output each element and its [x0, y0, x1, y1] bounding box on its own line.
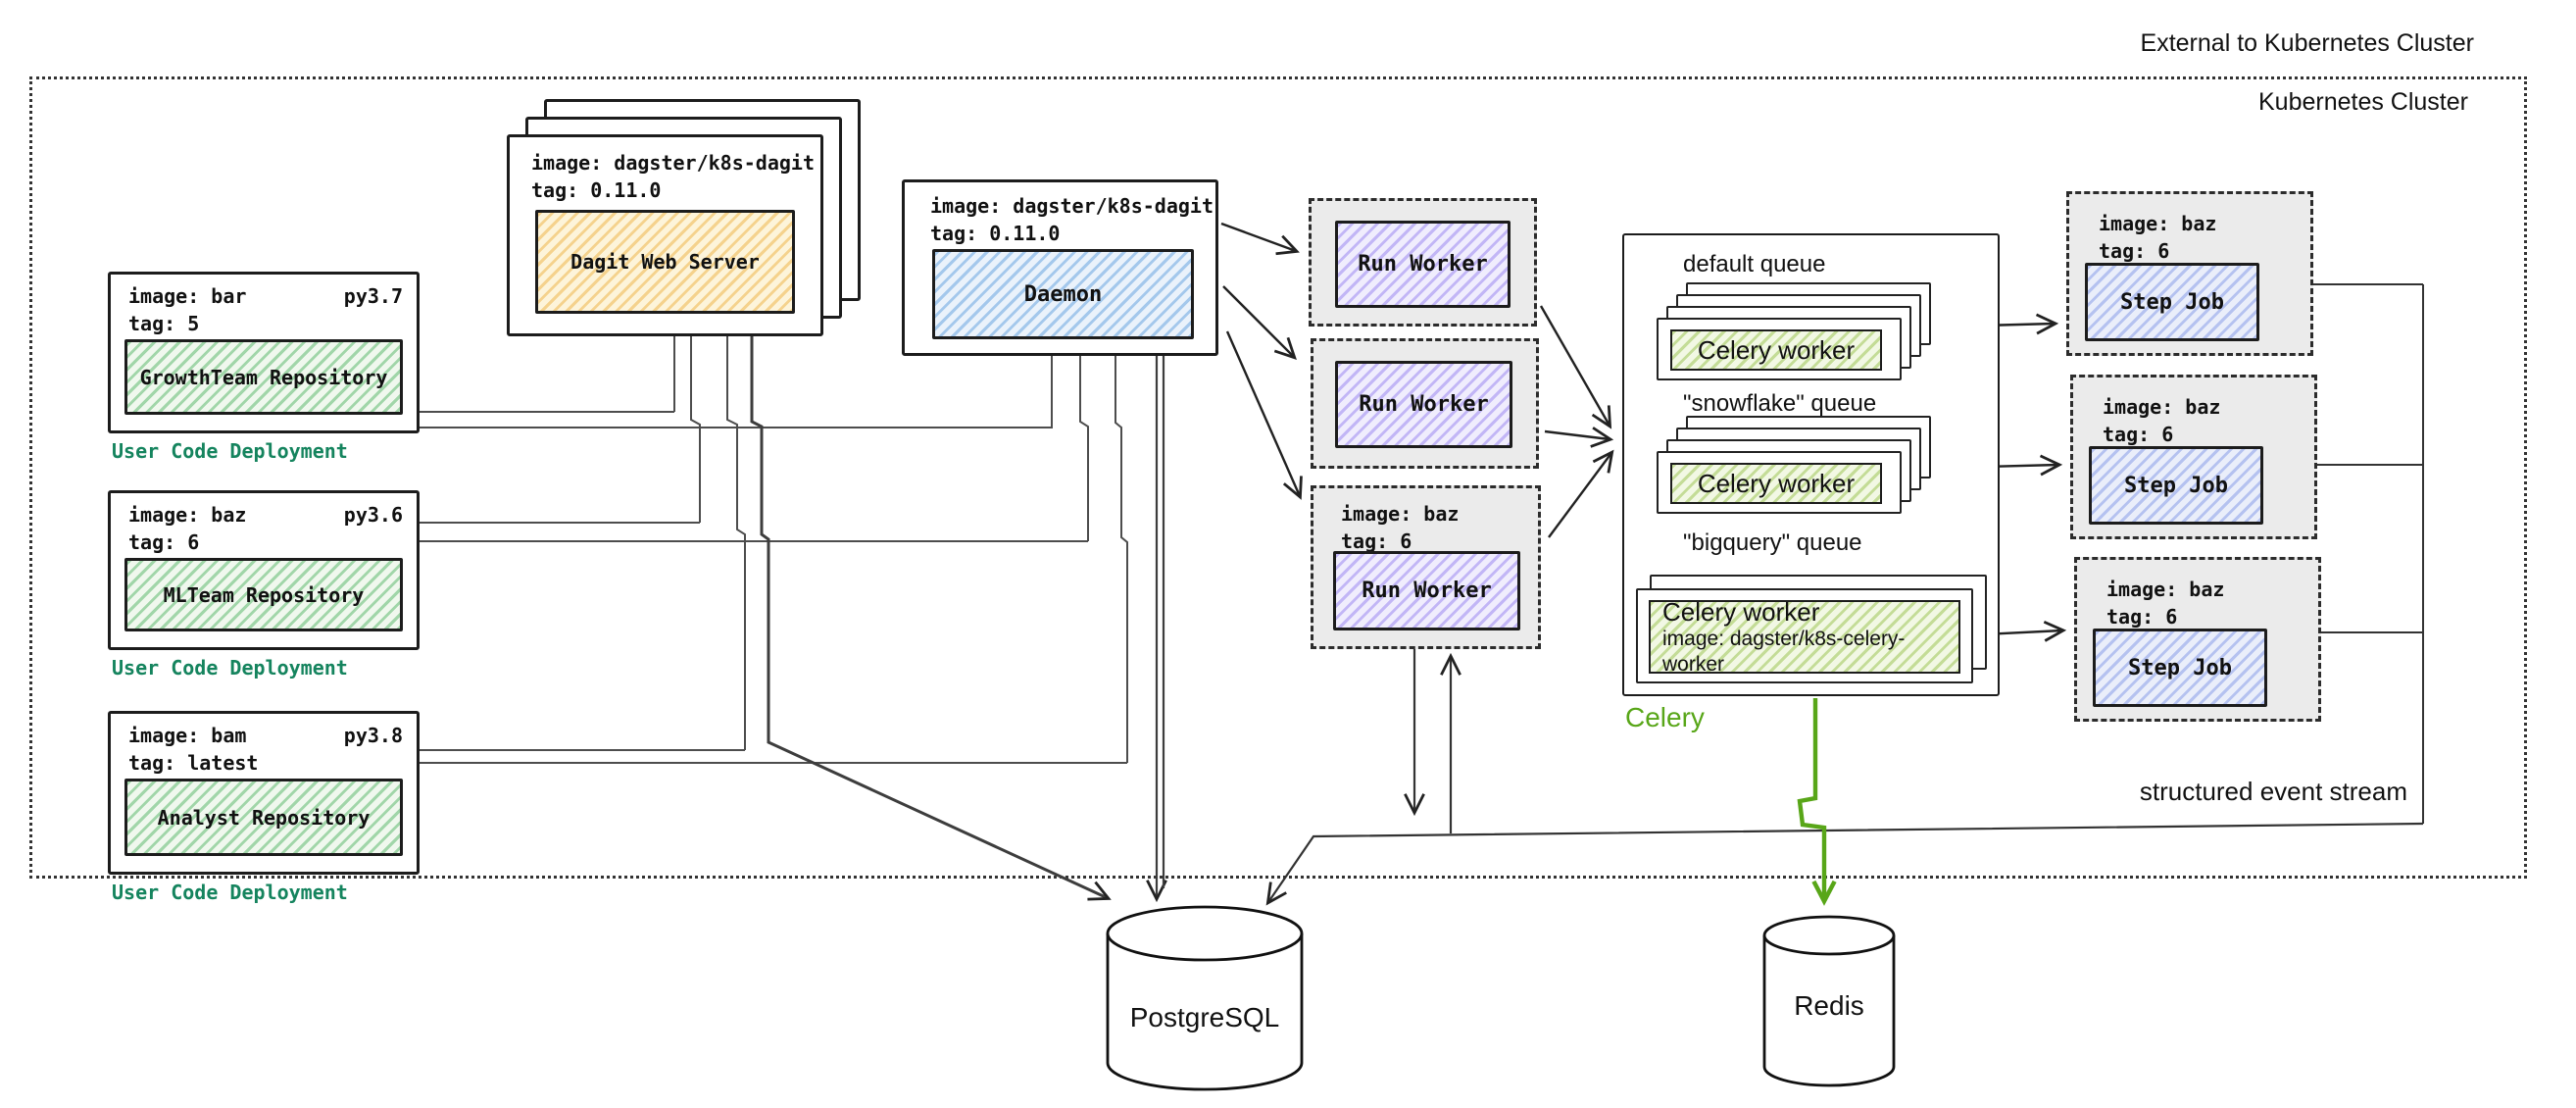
dagit-label: Dagit Web Server: [570, 250, 760, 274]
run-worker-label: Run Worker: [1362, 579, 1492, 603]
celery-worker-pod: Celery worker: [1657, 451, 1902, 514]
run-worker-label: Run Worker: [1359, 392, 1489, 417]
step-job-tag-label: tag: 6: [2103, 423, 2174, 446]
step-job-label: Step Job: [2124, 473, 2228, 498]
daemon-tag-label: tag: 0.11.0: [930, 222, 1061, 245]
repository-node: GrowthTeam Repository: [124, 339, 403, 415]
redis-cylinder: [1762, 915, 1896, 1087]
step-job-image-label: image: baz: [2099, 212, 2217, 235]
repo-python-label: py3.7: [343, 284, 403, 308]
run-worker-pod-1: Run Worker: [1309, 198, 1537, 327]
step-job-tag-label: tag: 6: [2106, 605, 2178, 629]
repo-dagit-links: [420, 336, 746, 751]
repository-name: MLTeam Repository: [163, 582, 365, 607]
default-queue-label: default queue: [1683, 251, 1826, 277]
run-worker-tag-label: tag: 6: [1341, 529, 1412, 553]
dagit-node: Dagit Web Server: [535, 210, 795, 314]
dagit-postgres-link: [750, 336, 1112, 901]
postgres-label: PostgreSQL: [1129, 1002, 1280, 1032]
run-worker-node: Run Worker: [1335, 221, 1511, 308]
snowflake-queue-label: "snowflake" queue: [1683, 390, 1877, 417]
celery-worker-pod: Celery worker: [1657, 318, 1902, 380]
repo-tag-label: tag: 5: [128, 312, 200, 335]
daemon-node: Daemon: [932, 249, 1194, 339]
celery-worker-node: Celery worker image: dagster/k8s-celery-…: [1649, 596, 1960, 676]
repo-python-label: py3.8: [343, 724, 403, 747]
kubernetes-cluster-label: Kubernetes Cluster: [2257, 88, 2468, 116]
bigquery-queue-label: "bigquery" queue: [1683, 529, 1862, 556]
redis-label: Redis: [1794, 990, 1864, 1021]
repository-name: Analyst Repository: [157, 805, 371, 830]
celery-worker-pod: Celery worker image: dagster/k8s-celery-…: [1636, 588, 1973, 683]
dagit-image-label: image: dagster/k8s-dagit: [531, 151, 815, 175]
celery-container: default queue Celery worker "snowflake" …: [1622, 233, 2000, 696]
step-job-node: Step Job: [2093, 629, 2267, 707]
celery-worker-image-label: image: dagster/k8s-celery-worker: [1662, 627, 1906, 676]
repo-python-label: py3.6: [343, 503, 403, 527]
repository-name: GrowthTeam Repository: [139, 365, 388, 389]
repo-image-label: image: baz: [128, 503, 247, 527]
celery-redis-link: [1797, 698, 1837, 906]
repository-node: Analyst Repository: [124, 779, 403, 856]
step-job-node: Step Job: [2085, 263, 2259, 341]
daemon-pod: image: dagster/k8s-dagit tag: 0.11.0 Dae…: [902, 179, 1218, 356]
step-job-label: Step Job: [2120, 289, 2224, 315]
postgres-cylinder: [1106, 905, 1304, 1091]
user-code-deployment-caption: User Code Deployment: [112, 656, 348, 680]
celery-caption: Celery: [1625, 702, 1705, 732]
daemon-label: Daemon: [1023, 281, 1103, 307]
event-stream-label: structured event stream: [2139, 777, 2407, 806]
user-code-deployment-growthteam: image: bar py3.7 tag: 5 GrowthTeam Repos…: [108, 272, 420, 433]
step-job-pod-2: image: baz tag: 6 Step Job: [2070, 375, 2317, 539]
user-code-deployment-mlteam: image: baz py3.6 tag: 6 MLTeam Repositor…: [108, 490, 420, 650]
dagit-web-server-pod: image: dagster/k8s-dagit tag: 0.11.0 Dag…: [507, 134, 823, 336]
celery-worker-node: Celery worker: [1670, 329, 1882, 371]
user-code-deployment-caption: User Code Deployment: [112, 881, 348, 904]
daemon-postgres-link: [1146, 356, 1167, 903]
event-stream-line: [1265, 822, 2424, 906]
stepjob-eventstream-links: [2313, 283, 2424, 824]
run-worker-image-label: image: baz: [1341, 502, 1460, 526]
celery-worker-label: Celery worker: [1662, 596, 1820, 627]
step-job-node: Step Job: [2089, 446, 2263, 525]
step-job-pod-3: image: baz tag: 6 Step Job: [2074, 557, 2321, 722]
step-job-image-label: image: baz: [2106, 578, 2225, 601]
celery-worker-label: Celery worker: [1697, 468, 1856, 498]
runworker-postgres-links: [1404, 649, 1461, 833]
external-cluster-label: External to Kubernetes Cluster: [2140, 29, 2474, 57]
repo-tag-label: tag: latest: [128, 751, 259, 775]
runworker-celery-arrows: [1539, 305, 1614, 538]
step-job-label: Step Job: [2128, 655, 2232, 680]
user-code-deployment-analyst: image: bam py3.8 tag: latest Analyst Rep…: [108, 711, 420, 875]
run-worker-label: Run Worker: [1358, 252, 1488, 277]
kubernetes-cluster-boundary: [29, 76, 2527, 879]
repo-image-label: image: bar: [128, 284, 247, 308]
daemon-runworker-arrows: [1220, 222, 1303, 500]
repo-tag-label: tag: 6: [128, 530, 200, 554]
celery-worker-label: Celery worker: [1697, 334, 1856, 365]
celery-worker-node: Celery worker: [1670, 463, 1882, 504]
run-worker-node: Run Worker: [1333, 551, 1520, 630]
daemon-image-label: image: dagster/k8s-dagit: [930, 194, 1214, 218]
repo-daemon-links: [420, 356, 1128, 764]
run-worker-pod-2: Run Worker: [1311, 338, 1539, 469]
step-job-image-label: image: baz: [2103, 395, 2221, 419]
repository-node: MLTeam Repository: [124, 558, 403, 631]
run-worker-pod-3: image: baz tag: 6 Run Worker: [1311, 485, 1541, 649]
user-code-deployment-caption: User Code Deployment: [112, 439, 348, 463]
run-worker-node: Run Worker: [1335, 361, 1512, 448]
dagit-tag-label: tag: 0.11.0: [531, 178, 662, 202]
repo-image-label: image: bam: [128, 724, 247, 747]
step-job-pod-1: image: baz tag: 6 Step Job: [2066, 191, 2313, 356]
step-job-tag-label: tag: 6: [2099, 239, 2170, 263]
